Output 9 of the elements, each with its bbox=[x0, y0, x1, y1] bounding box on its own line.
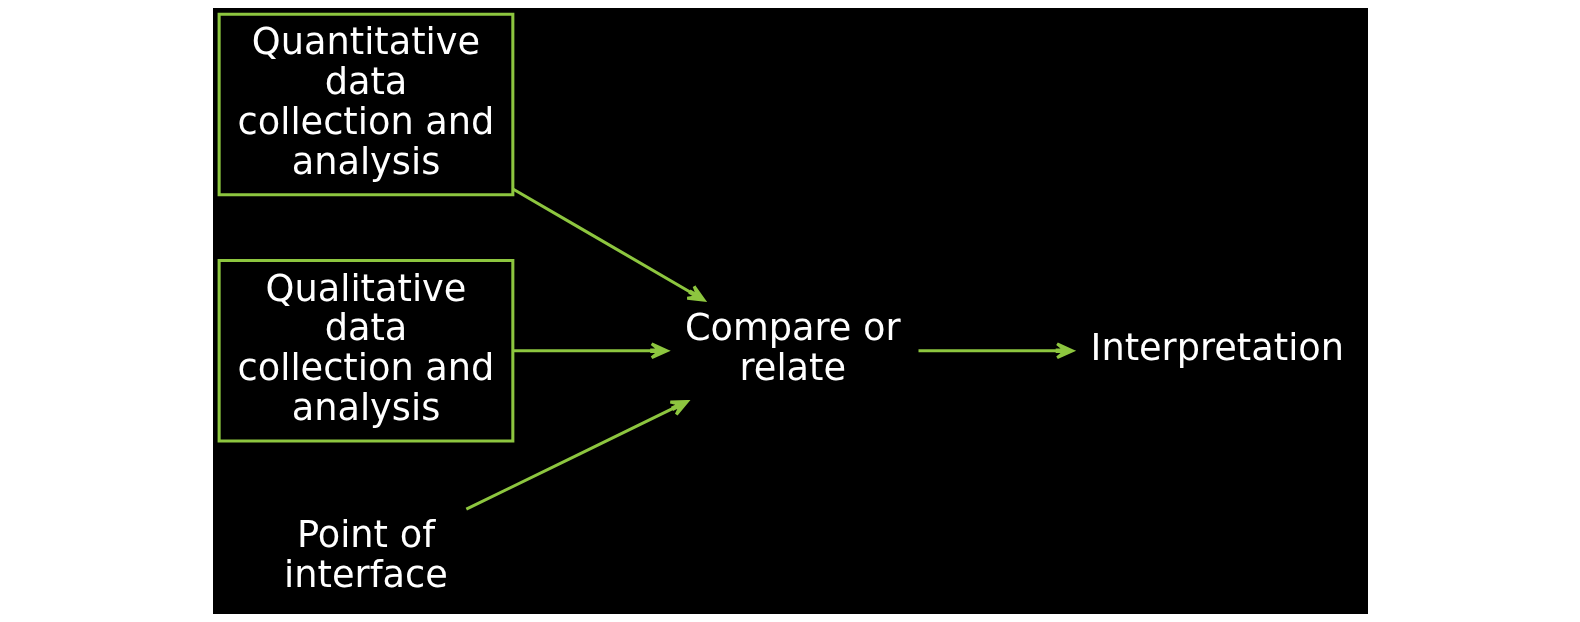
node-text: Point of interface bbox=[283, 512, 448, 596]
arrow bbox=[918, 342, 1074, 360]
arrow bbox=[465, 400, 689, 511]
arrow bbox=[512, 342, 669, 360]
arrow bbox=[512, 187, 705, 302]
node-box: Quantitative data collection and analysis bbox=[217, 12, 514, 197]
node-box: Qualitative data collection and analysis bbox=[217, 259, 514, 443]
node-text: Compare or relate bbox=[684, 306, 901, 390]
node-text: Interpretation bbox=[1090, 326, 1344, 370]
